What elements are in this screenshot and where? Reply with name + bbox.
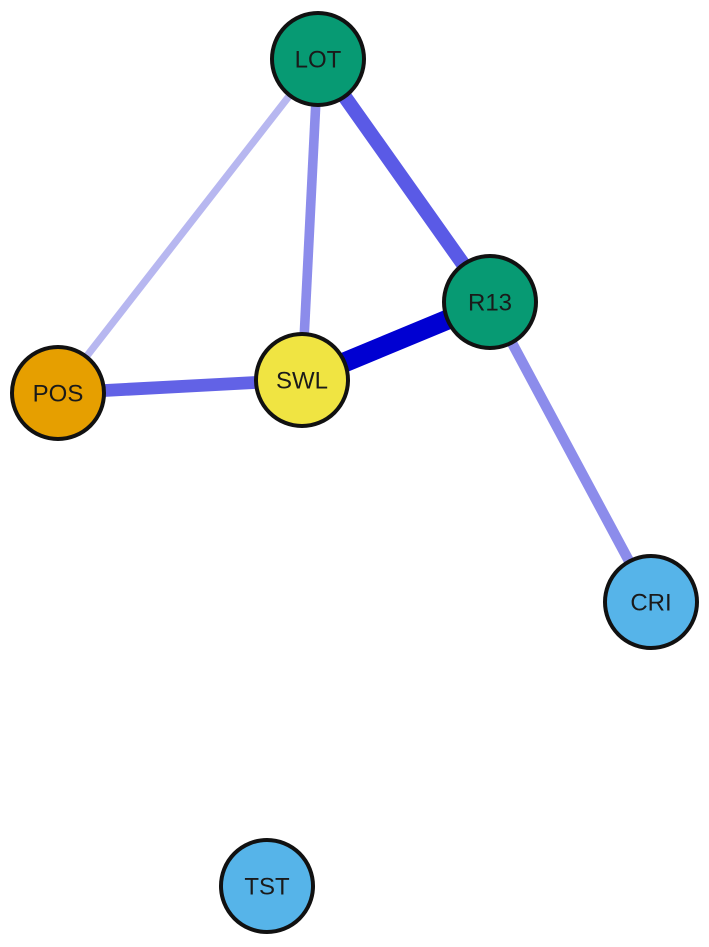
edge-lot-pos [55, 56, 321, 396]
node-label-pos: POS [33, 381, 84, 408]
node-label-lot: LOT [295, 47, 342, 74]
node-circle-lot [270, 11, 366, 107]
node-tst: TST [219, 838, 315, 934]
node-cri: CRI [603, 554, 699, 650]
node-label-cri: CRI [630, 590, 671, 617]
node-r13: R13 [442, 254, 538, 350]
node-circle-pos [10, 345, 106, 441]
node-pos: POS [10, 345, 106, 441]
node-label-r13: R13 [468, 290, 512, 317]
edges-layer [55, 54, 656, 605]
node-label-tst: TST [244, 874, 290, 901]
node-circle-r13 [442, 254, 538, 350]
node-circle-swl [254, 332, 350, 428]
node-lot: LOT [270, 11, 366, 107]
node-swl: SWL [254, 332, 350, 428]
edge-lot-r13 [312, 54, 496, 307]
edge-r13-cri [485, 299, 656, 605]
node-label-swl: SWL [276, 368, 328, 395]
node-circle-cri [603, 554, 699, 650]
edge-lot-swl [297, 58, 323, 381]
node-circle-tst [219, 838, 315, 934]
